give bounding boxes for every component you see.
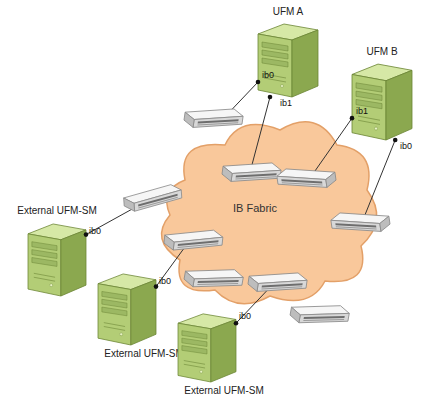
- external-sm-server: External UFM-SM: [98, 272, 156, 345]
- server-label: UFM B: [322, 46, 442, 58]
- ufm-server: UFM B: [352, 62, 412, 140]
- server-icon: [28, 222, 86, 296]
- port-dot: [393, 138, 398, 143]
- server-icon: [352, 62, 412, 140]
- port-label: ib0: [239, 311, 251, 321]
- server-icon: [98, 272, 156, 345]
- ib-switch: [289, 297, 350, 331]
- port-label: ib1: [356, 106, 368, 116]
- external-sm-server: External UFM-SM: [178, 312, 236, 382]
- port-label: ib0: [159, 276, 171, 286]
- ufm-server: UFM A: [258, 22, 318, 97]
- server-label: External UFM-SM: [164, 385, 284, 397]
- port-dot: [268, 95, 273, 100]
- server-label: External UFM-SM: [0, 205, 117, 217]
- external-sm-server: External UFM-SM: [28, 222, 86, 296]
- fabric-label: IB Fabric: [125, 202, 385, 214]
- port-label: ib0: [400, 141, 412, 151]
- port-label: ib1: [280, 98, 292, 108]
- port-label: ib0: [262, 70, 274, 80]
- server-label: UFM A: [228, 6, 348, 18]
- port-label: ib0: [89, 226, 101, 236]
- server-icon: [258, 22, 318, 97]
- ib-switch: [183, 102, 244, 134]
- server-icon: [178, 312, 236, 382]
